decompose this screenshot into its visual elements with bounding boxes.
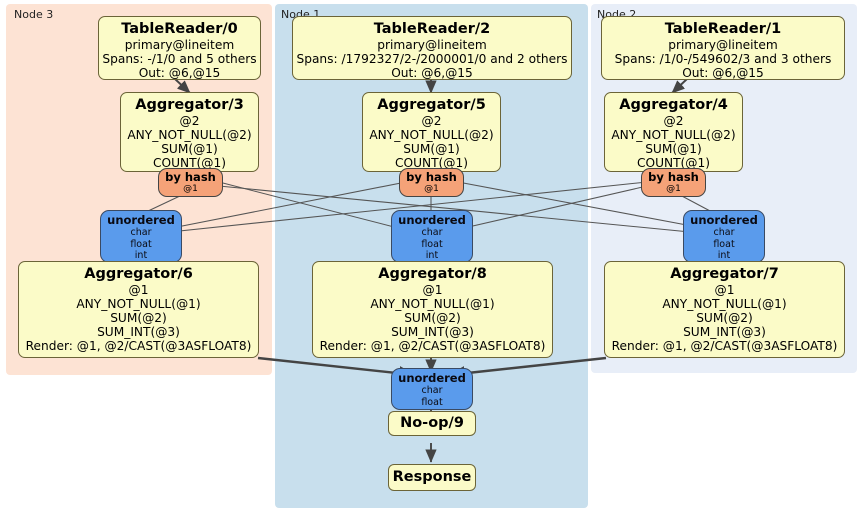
node-line: @2: [421, 114, 442, 128]
node-line: COUNT(@1): [394, 156, 469, 170]
unordered-title: unordered: [398, 371, 466, 385]
node-title: Response: [392, 469, 472, 485]
hash-sub: @1: [424, 184, 439, 194]
node-title: Aggregator/4: [619, 97, 728, 113]
hash-title: by hash: [406, 170, 457, 184]
node-aggregator-7[interactable]: Aggregator/7 @1 ANY_NOT_NULL(@1) SUM(@2)…: [604, 261, 845, 358]
hash-sub: @1: [666, 184, 681, 194]
node-line: primary@lineitem: [668, 38, 778, 52]
node-aggregator-5[interactable]: Aggregator/5 @2 ANY_NOT_NULL(@2) SUM(@1)…: [362, 92, 501, 172]
unordered-type: int: [425, 250, 439, 261]
node-line: @2: [179, 114, 200, 128]
unordered-type: float: [713, 238, 735, 250]
node-aggregator-6[interactable]: Aggregator/6 @1 ANY_NOT_NULL(@1) SUM(@2)…: [18, 261, 259, 358]
node-line: Spans: /1792327/2-/2000001/0 and 2 other…: [296, 52, 568, 66]
node-line: SUM_INT(@3): [97, 325, 180, 339]
node-line: Render: @1, @2/CAST(@3ASFLOAT8): [611, 339, 838, 353]
node-line: COUNT(@1): [152, 156, 227, 170]
node-line: ANY_NOT_NULL(@1): [662, 297, 787, 311]
node-tablereader-1[interactable]: TableReader/1 primary@lineitem Spans: /1…: [601, 16, 845, 80]
node-aggregator-3[interactable]: Aggregator/3 @2 ANY_NOT_NULL(@2) SUM(@1)…: [120, 92, 259, 172]
node-aggregator-8[interactable]: Aggregator/8 @1 ANY_NOT_NULL(@1) SUM(@2)…: [312, 261, 553, 358]
node-tablereader-0[interactable]: TableReader/0 primary@lineitem Spans: -/…: [98, 16, 261, 80]
node-title: TableReader/2: [373, 21, 491, 37]
node-line: SUM_INT(@3): [683, 325, 766, 339]
node-title: No-op/9: [400, 415, 464, 431]
node-title: Aggregator/5: [377, 97, 486, 113]
node-line: @1: [422, 283, 443, 297]
node-unordered-final[interactable]: unordered char float: [391, 368, 473, 410]
node-line: @1: [128, 283, 149, 297]
unordered-type: char: [713, 227, 735, 238]
node-line: ANY_NOT_NULL(@2): [127, 128, 252, 142]
node-line: SUM(@2): [696, 311, 753, 325]
node-unordered-right[interactable]: unordered char float int: [683, 210, 765, 263]
node-line: SUM_INT(@3): [391, 325, 474, 339]
node-title: TableReader/1: [664, 21, 782, 37]
node-title: Aggregator/8: [378, 266, 487, 282]
unordered-type: char: [421, 227, 443, 238]
hash-sub: @1: [183, 184, 198, 194]
node-unordered-center[interactable]: unordered char float int: [391, 210, 473, 263]
node-unordered-left[interactable]: unordered char float int: [100, 210, 182, 263]
node-title: Aggregator/7: [670, 266, 779, 282]
hash-title: by hash: [165, 170, 216, 184]
node-line: ANY_NOT_NULL(@2): [611, 128, 736, 142]
node-hash-router-right[interactable]: by hash @1: [641, 168, 706, 197]
unordered-type: float: [421, 238, 443, 250]
node-line: primary@lineitem: [377, 38, 487, 52]
node-line: Spans: /1/0-/549602/3 and 3 others: [614, 52, 832, 66]
unordered-type: float: [130, 238, 152, 250]
hash-title: by hash: [648, 170, 699, 184]
node-tablereader-2[interactable]: TableReader/2 primary@lineitem Spans: /1…: [292, 16, 572, 80]
unordered-type: int: [134, 250, 148, 261]
node-line: @1: [714, 283, 735, 297]
node-line: Render: @1, @2/CAST(@3ASFLOAT8): [319, 339, 546, 353]
unordered-title: unordered: [690, 213, 758, 227]
node-line: SUM(@1): [403, 142, 460, 156]
unordered-type: char: [421, 385, 443, 396]
node-line: Out: @6,@15: [682, 66, 764, 80]
node-line: ANY_NOT_NULL(@2): [369, 128, 494, 142]
unordered-type: float: [421, 396, 443, 408]
node-line: COUNT(@1): [636, 156, 711, 170]
node-line: ANY_NOT_NULL(@1): [370, 297, 495, 311]
node-aggregator-4[interactable]: Aggregator/4 @2 ANY_NOT_NULL(@2) SUM(@1)…: [604, 92, 743, 172]
node-response[interactable]: Response: [388, 464, 476, 491]
node-line: ANY_NOT_NULL(@1): [76, 297, 201, 311]
panel-label-node3: Node 3: [14, 8, 54, 21]
node-line: Out: @6,@15: [138, 66, 221, 80]
unordered-title: unordered: [107, 213, 175, 227]
node-line: SUM(@1): [161, 142, 218, 156]
node-noop-9[interactable]: No-op/9: [388, 411, 476, 436]
node-hash-router-left[interactable]: by hash @1: [158, 168, 223, 197]
node-title: Aggregator/6: [84, 266, 193, 282]
node-line: Spans: -/1/0 and 5 others: [102, 52, 257, 66]
node-line: SUM(@2): [110, 311, 167, 325]
node-line: SUM(@1): [645, 142, 702, 156]
node-hash-router-center[interactable]: by hash @1: [399, 168, 464, 197]
unordered-type: char: [130, 227, 152, 238]
node-line: @2: [663, 114, 684, 128]
unordered-title: unordered: [398, 213, 466, 227]
node-line: SUM(@2): [404, 311, 461, 325]
node-line: primary@lineitem: [124, 38, 235, 52]
node-title: Aggregator/3: [135, 97, 244, 113]
node-line: Render: @1, @2/CAST(@3ASFLOAT8): [25, 339, 252, 353]
unordered-type: int: [717, 250, 731, 261]
node-line: Out: @6,@15: [391, 66, 473, 80]
node-title: TableReader/0: [121, 21, 238, 37]
